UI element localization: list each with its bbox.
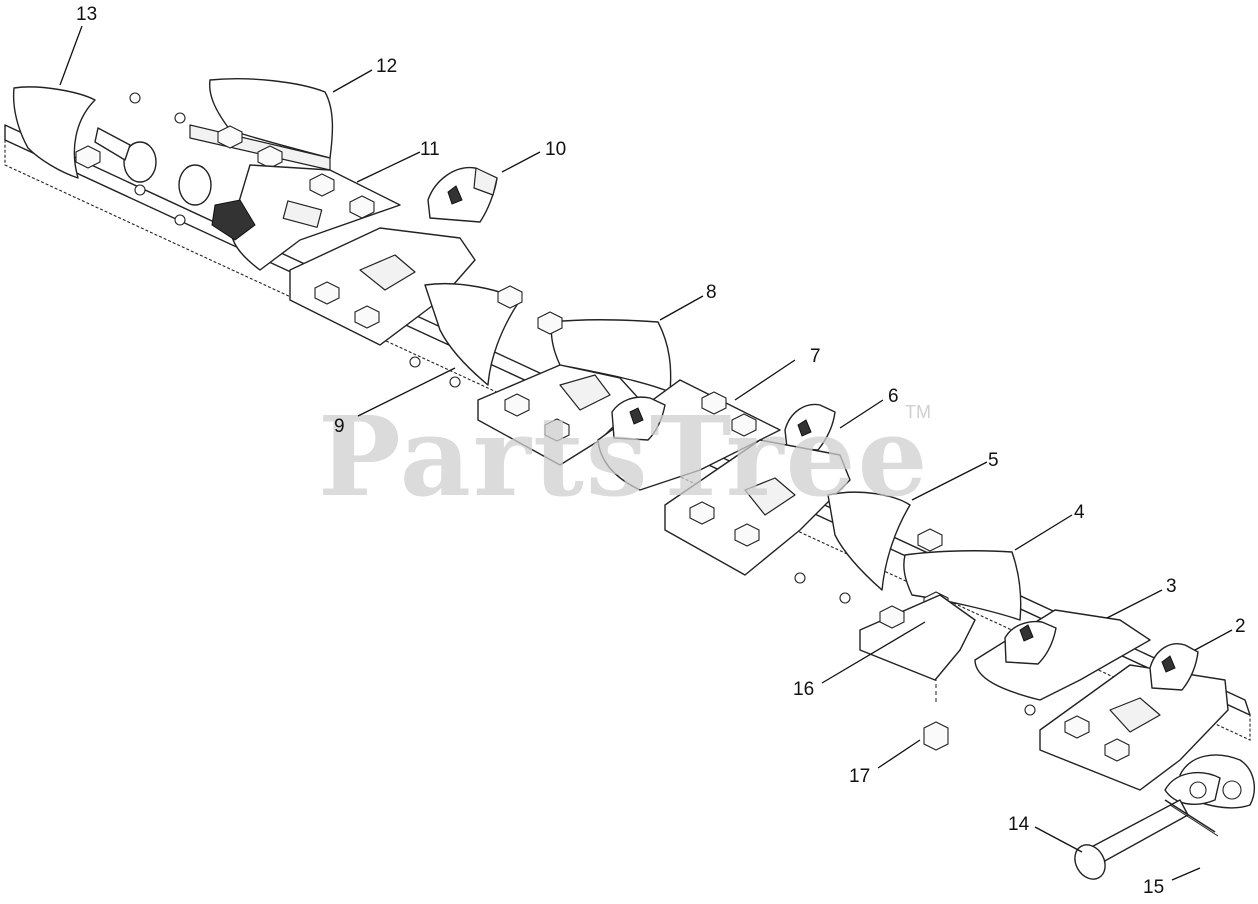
callout-11: 11 [420, 139, 440, 160]
bracket-11 [211, 164, 401, 271]
watermark: PartsTree TM [318, 392, 931, 521]
chain-link-holes [129, 92, 1036, 716]
paddle-5 [827, 491, 943, 591]
callout-9: 9 [334, 416, 345, 437]
paddle-4 [903, 550, 1022, 621]
block-right [859, 594, 1105, 681]
callout-5: 5 [988, 450, 999, 471]
cotter-pin-15 [1164, 799, 1219, 837]
callout-8: 8 [706, 282, 717, 303]
chain-end-link [1164, 754, 1256, 809]
callout-7: 7 [810, 346, 821, 367]
tooth-6 [784, 403, 836, 451]
paddle-8 [537, 311, 672, 393]
watermark-text: PartsTree [318, 392, 930, 521]
callout-labels: 13 12 11 10 8 7 6 5 4 3 2 9 16 17 14 15 [76, 4, 1246, 898]
block-2 [1039, 643, 1229, 791]
callout-6: 6 [888, 386, 899, 407]
pin-14 [1074, 799, 1189, 880]
callout-12: 12 [376, 56, 397, 77]
watermark-tm: TM [905, 402, 931, 422]
callout-17: 17 [849, 766, 870, 787]
paddle-12 [189, 78, 334, 171]
callout-2: 2 [1235, 616, 1246, 637]
callout-10: 10 [545, 139, 566, 160]
bracket-7 [597, 379, 781, 491]
bracket-3 [974, 609, 1151, 701]
block-lower-middle [664, 439, 851, 576]
callout-3: 3 [1166, 576, 1177, 597]
leader-lines [59, 25, 1233, 881]
callout-4: 4 [1074, 502, 1085, 523]
paddle-13 [12, 86, 101, 179]
block-upper [289, 227, 476, 346]
callout-14: 14 [1008, 814, 1030, 835]
callout-16: 16 [793, 679, 814, 700]
roller-left [94, 127, 212, 206]
nut-17 [923, 721, 949, 751]
callout-13: 13 [76, 4, 97, 25]
paddle-9 [424, 282, 523, 386]
tooth-10 [427, 166, 498, 223]
callout-15: 15 [1143, 877, 1164, 898]
